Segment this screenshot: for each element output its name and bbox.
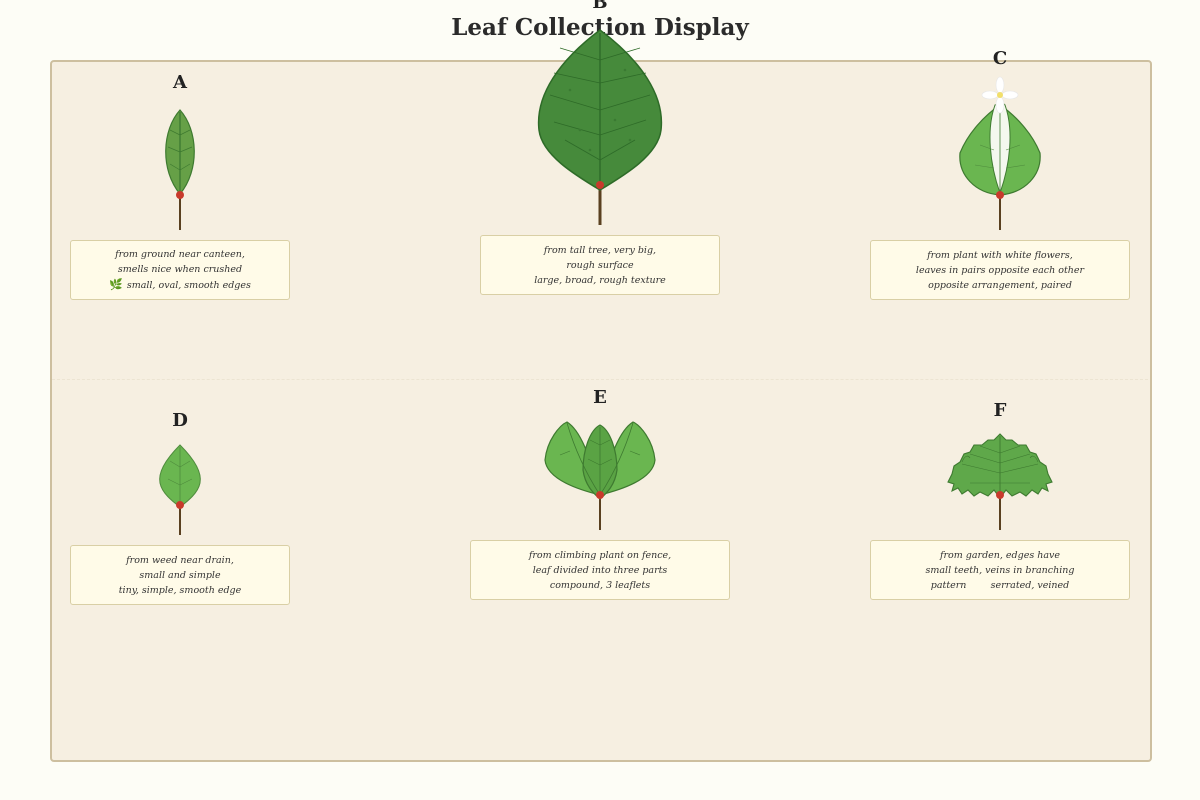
specimen-f-line-1: from garden, edges have xyxy=(939,549,1061,561)
specimen-b-line-1: from tall tree, very big, xyxy=(543,244,657,256)
paired-leaves-with-flower-icon xyxy=(959,76,1041,230)
specimen-b-line-3: large, broad, rough texture xyxy=(534,274,666,286)
compound-three-leaflets-icon xyxy=(544,421,656,530)
specimen-a-line-2: smells nice when crushed xyxy=(117,264,243,275)
specimen-a-line-1: from ground near canteen, xyxy=(115,249,245,260)
serrated-leaf-icon xyxy=(947,433,1053,530)
specimen-f-letter: F xyxy=(993,400,1007,421)
specimen-b-line-2: rough surface xyxy=(566,259,634,271)
specimen-c-line-2: leaves in pairs opposite each other xyxy=(915,264,1085,276)
specimen-c-line-3: opposite arrangement, paired xyxy=(928,279,1072,291)
specimen-e-line-1: from climbing plant on fence, xyxy=(528,549,672,561)
specimen-f-line-2: small teeth, veins in branching xyxy=(925,564,1075,576)
specimen-a-line-3: small, oval, smooth edges xyxy=(126,280,251,291)
specimen-f-line-3: pattern serrated, veined xyxy=(930,579,1070,591)
narrow-oval-leaf-icon xyxy=(165,109,195,230)
specimen-e-letter: E xyxy=(593,387,607,408)
specimen-d-card: from weed near drain, small and simple t… xyxy=(70,545,290,605)
specimen-b-letter: B xyxy=(592,0,608,13)
large-broad-leaf-icon xyxy=(537,29,663,225)
row-divider xyxy=(52,379,1148,380)
specimen-e-line-3: compound, 3 leaflets xyxy=(549,579,651,591)
specimen-d-line-1: from weed near drain, xyxy=(126,554,234,566)
specimen-a-line-3-wrap: 🌿small, oval, smooth edges xyxy=(109,277,251,293)
specimen-a-letter: A xyxy=(173,72,187,93)
specimen-e-card: from climbing plant on fence, leaf divid… xyxy=(470,540,730,600)
specimen-e-line-2: leaf divided into three parts xyxy=(532,564,668,576)
specimen-c-line-1: from plant with white flowers, xyxy=(927,249,1073,261)
white-flower-icon xyxy=(981,76,1019,114)
specimen-b-card: from tall tree, very big, rough surface … xyxy=(480,235,720,295)
specimen-a-card: from ground near canteen, smells nice wh… xyxy=(70,240,290,300)
specimen-d-line-3: tiny, simple, smooth edge xyxy=(118,584,242,596)
specimen-c-card: from plant with white flowers, leaves in… xyxy=(870,240,1130,300)
specimen-d-letter: D xyxy=(172,410,188,431)
specimen-c-letter: C xyxy=(992,48,1008,69)
herb-icon: 🌿 xyxy=(109,278,123,291)
small-simple-leaf-icon xyxy=(159,444,201,535)
specimen-f-card: from garden, edges have small teeth, vei… xyxy=(870,540,1130,600)
specimen-d-line-2: small and simple xyxy=(139,569,221,581)
